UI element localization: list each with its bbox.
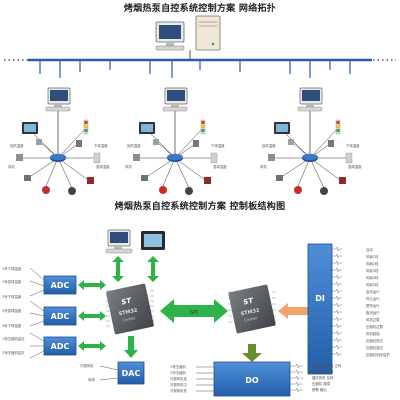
svg-text:启动运行: 启动运行 — [366, 289, 380, 294]
mcu-chip-left: ST STM32 Cortex — [106, 283, 154, 335]
adc-label: ADC — [51, 281, 70, 290]
board-computer — [105, 229, 133, 254]
svg-text:压缩机相序保护: 压缩机相序保护 — [366, 352, 390, 357]
arrow-di-mcu — [278, 303, 308, 319]
computer-icon — [105, 229, 133, 254]
do-output-lines-right — [290, 363, 303, 393]
field-cluster-left — [7, 87, 111, 196]
svg-text:压缩机高压: 压缩机高压 — [366, 345, 384, 350]
svg-text:风扇5档: 风扇5档 — [366, 282, 379, 287]
do-module: DO — [213, 361, 291, 397]
di-module: DI — [307, 243, 333, 375]
adc-input-labels: 1号干球温度 1号湿球温度 2号干球温度 2号湿球温度 3号干球温度 1号压缩机… — [2, 266, 25, 355]
svg-text:风扇2档: 风扇2档 — [366, 261, 379, 266]
di-label: DI — [315, 294, 325, 303]
svg-text:停止运行: 停止运行 — [366, 296, 380, 301]
field-cluster-right — [259, 87, 363, 196]
mcu-series: STM32 — [118, 307, 138, 317]
adc-module-1: ADC — [43, 275, 77, 295]
hmi-panel-icon — [141, 231, 165, 250]
computer-icon — [155, 21, 185, 51]
arrow-mcu-do — [242, 344, 262, 362]
server-icon — [195, 15, 221, 51]
adc-label: ADC — [51, 312, 70, 321]
svg-text:压缩机 故障: 压缩机 故障 — [312, 381, 331, 386]
adc-module-3: ADC — [43, 336, 77, 356]
svg-text:1号干球温度: 1号干球温度 — [2, 266, 22, 271]
do-output-lines-left — [196, 366, 214, 392]
adc-module-2: ADC — [43, 306, 77, 326]
server-workstation — [155, 15, 221, 51]
svg-text:暂停运行: 暂停运行 — [366, 303, 380, 308]
spi-label: SPI — [190, 310, 198, 316]
svg-text:循环风机 反转: 循环风机 反转 — [312, 375, 334, 380]
svg-text:1号压缩机高压: 1号压缩机高压 — [2, 336, 25, 341]
svg-text:风机缺相: 风机缺相 — [366, 331, 380, 336]
svg-text:报警 输出: 报警 输出 — [312, 387, 327, 392]
mcu-chip-right: ST STM32 Cortex — [228, 284, 276, 334]
svg-text:1号压缩机: 1号压缩机 — [170, 364, 186, 369]
svg-text:风扇1档: 风扇1档 — [366, 254, 379, 259]
dac-label: DAC — [122, 369, 141, 378]
do-output-labels-left: 1号压缩机 2号压缩机 冷凝风机高 冷凝风机中 冷凝风机低 — [170, 364, 188, 393]
mcu-core: Cortex — [244, 315, 259, 323]
arrow-adc-mcu — [78, 280, 106, 351]
adc-label: ADC — [51, 342, 70, 351]
svg-text:自动: 自动 — [366, 247, 373, 252]
svg-text:压缩机低压: 压缩机低压 — [366, 338, 384, 343]
svg-text:2号干球温度: 2号干球温度 — [2, 294, 22, 299]
svg-text:风机过载: 风机过载 — [366, 317, 380, 322]
svg-text:风扇4档: 风扇4档 — [366, 275, 379, 280]
svg-text:循环风机 高速 正转: 循环风机 高速 正转 — [312, 363, 342, 368]
svg-text:2号湿球温度: 2号湿球温度 — [2, 308, 22, 313]
dac-module: DAC — [117, 361, 145, 385]
svg-text:1号湿球温度: 1号湿球温度 — [2, 279, 22, 284]
svg-text:压缩机过载: 压缩机过载 — [366, 324, 384, 329]
svg-text:风扇3档: 风扇3档 — [366, 268, 379, 273]
mcu-brand: ST — [121, 296, 133, 306]
field-cluster-center — [124, 87, 228, 196]
svg-text:2号压缩机: 2号压缩机 — [170, 370, 186, 375]
mcu-core: Cortex — [122, 315, 137, 323]
arrow-pc-mcu — [112, 256, 159, 282]
adc-inputs — [29, 267, 45, 359]
spi-link: SPI — [160, 299, 228, 323]
arrow-mcu-dac — [124, 336, 138, 358]
do-output-labels-right: 循环风机 高速 正转 循环风机 低速 循环风机 反转 压缩机 故障 报警 输出 — [312, 363, 342, 392]
svg-text:2号压缩机高压: 2号压缩机高压 — [2, 350, 25, 355]
mcu-brand: ST — [243, 296, 255, 306]
svg-text:冷凝风机低: 冷凝风机低 — [170, 388, 188, 393]
svg-text:冷凝风机高: 冷凝风机高 — [170, 376, 188, 381]
dac-outputs — [99, 365, 119, 381]
svg-text:3号干球温度: 3号干球温度 — [2, 323, 22, 328]
svg-text:冷凝风机中: 冷凝风机中 — [170, 382, 188, 387]
bus-taps — [39, 60, 351, 78]
svg-text:取消运行: 取消运行 — [366, 310, 380, 315]
di-input-lines — [332, 246, 342, 357]
network-title: 烤烟热泵自控系统控制方案 网络拓扑 — [123, 4, 277, 14]
mcu-series: STM32 — [240, 307, 260, 317]
do-label: DO — [245, 376, 259, 385]
dac-output-label-1: 冷凝风机 — [80, 363, 94, 368]
di-input-labels: 自动 风扇1档 风扇2档 风扇3档 风扇4档 风扇5档 启动运行 停止运行 暂停… — [366, 247, 390, 357]
board-title: 烤烟热泵自控系统控制方案 控制板结构图 — [114, 202, 286, 212]
dac-output-label-2: 风阀 — [88, 377, 95, 382]
svg-text:循环风机 低速: 循环风机 低速 — [312, 369, 334, 374]
